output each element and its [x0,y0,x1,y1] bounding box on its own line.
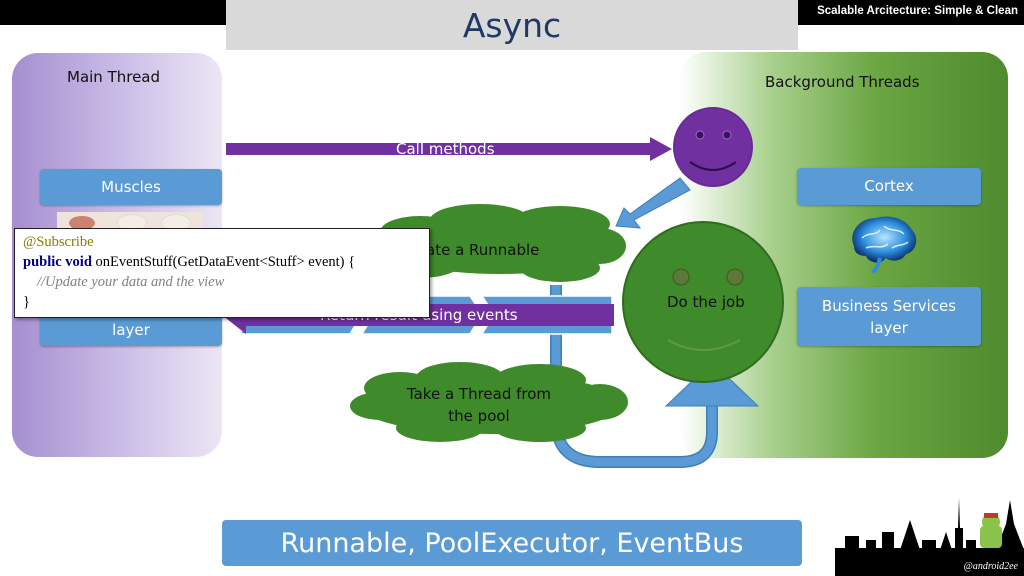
code-snippet: @Subscribe public void onEventStuff(GetD… [14,228,430,318]
worker-face [622,221,784,383]
slide-title: Async [462,6,562,45]
brand-label: Scalable Arcitecture: Simple & Clean [817,5,1018,17]
android-icon [980,513,1002,548]
business-services-box: Business Services layer [797,287,981,346]
thread-pool-cloud [350,362,628,442]
main-thread-label: Main Thread [67,68,161,86]
dispatch-arrow [615,177,691,229]
background-threads-label: Background Threads [765,73,920,91]
code-comment: //Update your data and the view [37,274,225,290]
thread-pool-label: Take a Thread from the pool [394,383,564,427]
code-method-line: public void onEventStuff(GetDataEvent<St… [23,252,429,272]
title-box: Async [226,0,798,50]
code-close-brace: } [23,294,30,310]
code-signature: onEventStuff(GetDataEvent<Stuff> event) … [91,254,356,270]
dispatcher-smiley [673,107,753,187]
do-the-job-label: Do the job [667,293,745,311]
code-annotation: @Subscribe [23,234,94,250]
skyline-logo [835,498,1024,576]
brain-icon [852,216,917,274]
thread-pool-line1: Take a Thread from [406,385,552,403]
code-keyword: public void [23,254,92,270]
create-runnable-label: ate a Runnable [426,241,540,259]
business-services-line1: Business Services [821,297,957,315]
credit-label: @android2ee [963,561,1018,572]
business-services-line2: layer [870,319,908,337]
muscles-box: Muscles [40,169,222,205]
call-methods-arrow [226,137,672,161]
cortex-box: Cortex [797,168,981,205]
call-methods-label: Call methods [396,140,495,158]
bottom-banner: Runnable, PoolExecutor, EventBus [222,520,802,566]
thread-pool-line2: the pool [448,407,510,425]
